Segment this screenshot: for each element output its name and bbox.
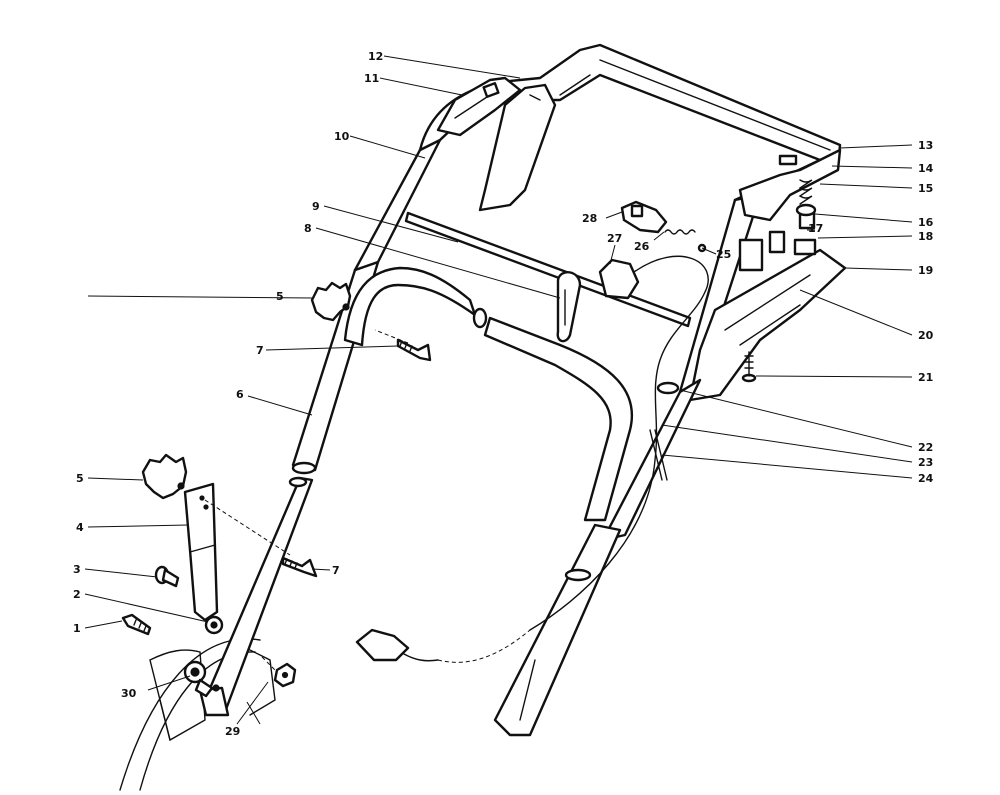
handle-crossbar	[343, 266, 633, 522]
alignment-lines	[204, 329, 409, 671]
bottom-connector	[355, 628, 439, 662]
callout-28: 28	[582, 212, 597, 225]
callout-3: 3	[73, 563, 81, 576]
bail-lever	[478, 83, 557, 212]
callout-29: 29	[225, 725, 240, 738]
callout-25: 25	[716, 248, 731, 261]
callout-6: 6	[236, 388, 244, 401]
bolt-lower	[281, 556, 318, 578]
knob-upper	[310, 281, 352, 322]
callout-14: 14	[918, 162, 934, 175]
leader-lines	[84, 55, 913, 725]
callout-15: 15	[918, 182, 933, 195]
callout-8: 8	[304, 222, 312, 235]
callout-19: 19	[918, 264, 933, 277]
knob-lower	[141, 453, 188, 500]
callout-16: 16	[918, 216, 934, 229]
callout-7-upper: 7	[256, 344, 264, 357]
callout-labels: 1 2 3 4 5 5 6 7 7 8 9 10 11 12 13 14 15 …	[73, 50, 934, 738]
callout-18: 18	[918, 230, 933, 243]
cable-ties	[649, 381, 680, 481]
callout-17: 17	[808, 222, 823, 235]
callout-20: 20	[918, 329, 934, 342]
switch-28	[620, 200, 668, 234]
callout-24: 24	[918, 472, 934, 485]
callout-30: 30	[121, 687, 137, 700]
lower-handle-left	[198, 476, 314, 717]
callout-11: 11	[364, 72, 379, 85]
adjusting-bracket	[183, 482, 219, 622]
callout-7-lower: 7	[332, 564, 340, 577]
left-top-control	[436, 76, 522, 137]
callout-23: 23	[918, 456, 933, 469]
pivot-stud	[183, 660, 214, 698]
nut-29	[273, 662, 297, 688]
lower-handle-right	[493, 378, 702, 737]
cable-27	[529, 255, 709, 631]
callout-27: 27	[607, 232, 622, 245]
callout-22: 22	[918, 441, 933, 454]
callout-4: 4	[76, 521, 84, 534]
bolt-upper	[396, 338, 432, 362]
lower-clamp	[564, 568, 592, 582]
callout-26: 26	[634, 240, 650, 253]
callout-12: 12	[368, 50, 383, 63]
spring-assembly	[795, 179, 817, 217]
callout-9: 9	[312, 200, 320, 213]
bolt-1	[121, 613, 152, 636]
callout-1: 1	[73, 622, 81, 635]
control-rod	[404, 211, 692, 343]
shoulder-bolt	[154, 565, 180, 588]
callout-13: 13	[918, 139, 933, 152]
callout-10: 10	[334, 130, 350, 143]
callout-5-upper: 5	[276, 290, 284, 303]
nut-2	[204, 615, 224, 635]
screw-21	[741, 351, 757, 383]
cable-route-dashed	[437, 629, 531, 663]
spring-26	[664, 229, 696, 235]
callout-2: 2	[73, 588, 81, 601]
callout-21: 21	[918, 371, 933, 384]
callout-5-lower: 5	[76, 472, 84, 485]
upper-tube-left	[353, 138, 442, 272]
